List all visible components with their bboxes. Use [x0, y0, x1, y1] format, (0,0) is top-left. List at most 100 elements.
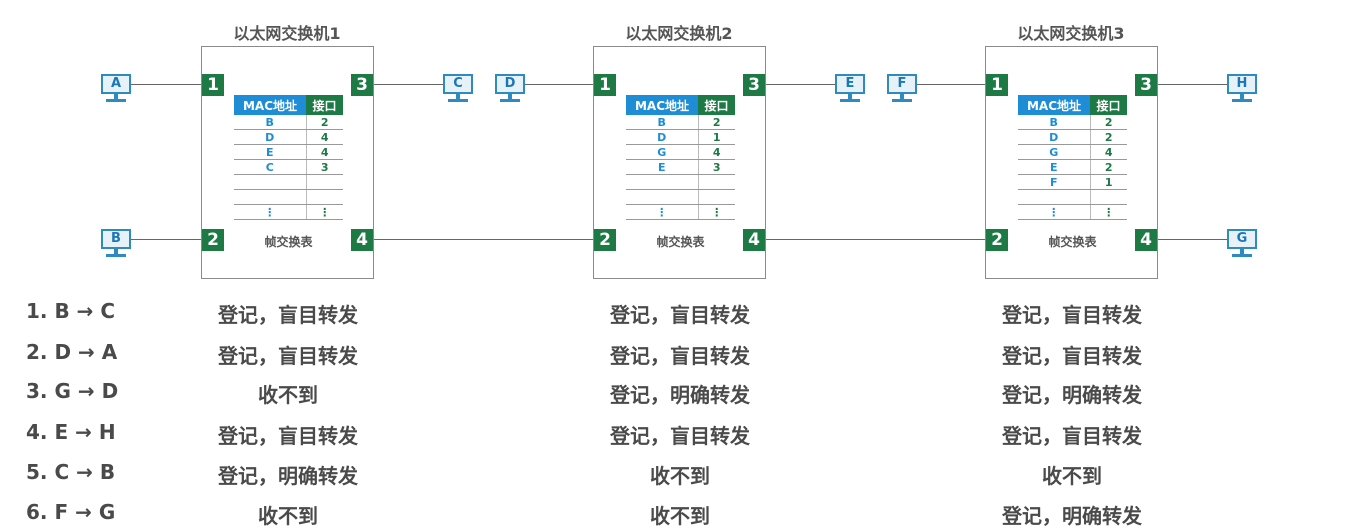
link-sw3-g [1157, 239, 1227, 240]
event-result: 登记，盲目转发 [218, 303, 358, 327]
table-cell-port: ⋮ [306, 204, 343, 220]
switch-title: 以太网交换机2 [625, 24, 733, 43]
table-cell-mac: B [234, 115, 307, 130]
mac-header: MAC地址 [234, 95, 306, 115]
event-label: 1. B → C [26, 299, 116, 323]
table-cell-port: ⋮ [1090, 204, 1127, 220]
event-result: 收不到 [258, 383, 318, 407]
table-cell-mac: D [626, 129, 699, 145]
event-label: 6. F → G [26, 500, 116, 524]
table-cell-port: 4 [306, 129, 343, 145]
host-f: F [887, 74, 917, 108]
table-cell-mac: G [626, 144, 699, 160]
table-caption: 帧交换表 [656, 235, 705, 249]
table-cell-mac [234, 189, 307, 205]
table-cell-port [306, 174, 343, 190]
computer-icon: H [1227, 74, 1257, 94]
event-result: 登记，盲目转发 [1002, 303, 1142, 327]
table-cell-mac [626, 189, 699, 205]
table-cell-port: 4 [306, 144, 343, 160]
host-e: E [835, 74, 865, 108]
event-result: 登记，明确转发 [1002, 383, 1142, 407]
port-2: 2 [202, 229, 224, 251]
table-cell-port: 2 [698, 115, 735, 130]
event-result: 收不到 [1042, 464, 1102, 488]
event-label: 5. C → B [26, 460, 116, 484]
table-cell-mac: E [626, 159, 699, 175]
port-1: 1 [986, 74, 1008, 96]
table-cell-port: 2 [1090, 115, 1127, 130]
table-cell-port: 2 [306, 115, 343, 130]
table-cell-port: 4 [1090, 144, 1127, 160]
table-cell-mac: B [626, 115, 699, 130]
host-g: G [1227, 229, 1257, 263]
table-cell-port [698, 174, 735, 190]
table-cell-mac: D [234, 129, 307, 145]
table-cell-mac: E [1018, 159, 1091, 175]
event-result: 登记，盲目转发 [1002, 344, 1142, 368]
table-cell-mac: D [1018, 129, 1091, 145]
link-sw1-sw2 [373, 239, 593, 240]
port-2: 2 [986, 229, 1008, 251]
event-result: 登记，明确转发 [1002, 504, 1142, 528]
mac-header: MAC地址 [626, 95, 698, 115]
event-label: 4. E → H [26, 420, 116, 444]
port-header: 接口 [1090, 95, 1127, 115]
computer-icon: F [887, 74, 917, 94]
table-cell-mac: ⋮ [626, 204, 699, 220]
port-header: 接口 [306, 95, 343, 115]
host-d: D [495, 74, 525, 108]
link-sw3-h [1157, 84, 1227, 85]
event-result: 登记，明确转发 [218, 464, 358, 488]
event-result: 登记，盲目转发 [1002, 424, 1142, 448]
event-result: 登记，盲目转发 [218, 344, 358, 368]
link-a-sw1 [131, 84, 201, 85]
computer-icon: A [101, 74, 131, 94]
table-cell-port: 3 [306, 159, 343, 175]
table-cell-mac: E [234, 144, 307, 160]
port-1: 1 [594, 74, 616, 96]
table-cell-mac: C [234, 159, 307, 175]
table-cell-port: 1 [698, 129, 735, 145]
link-d-sw2 [525, 84, 593, 85]
table-cell-mac: B [1018, 115, 1091, 130]
port-3: 3 [743, 74, 765, 96]
table-cell-mac [626, 174, 699, 190]
computer-icon: D [495, 74, 525, 94]
port-1: 1 [202, 74, 224, 96]
link-sw1-c [373, 84, 443, 85]
table-cell-port: ⋮ [698, 204, 735, 220]
mac-header: MAC地址 [1018, 95, 1090, 115]
event-result: 登记，明确转发 [610, 383, 750, 407]
port-4: 4 [351, 229, 373, 251]
table-caption: 帧交换表 [264, 235, 313, 249]
table-caption: 帧交换表 [1048, 235, 1097, 249]
table-cell-mac [234, 174, 307, 190]
event-label: 3. G → D [26, 379, 119, 403]
table-cell-port: 4 [698, 144, 735, 160]
computer-icon: E [835, 74, 865, 94]
table-cell-port: 2 [1090, 159, 1127, 175]
port-3: 3 [351, 74, 373, 96]
link-f-sw3 [917, 84, 985, 85]
computer-icon: G [1227, 229, 1257, 249]
computer-icon: C [443, 74, 473, 94]
table-cell-mac: ⋮ [234, 204, 307, 220]
event-result: 收不到 [258, 504, 318, 528]
table-cell-mac: F [1018, 174, 1091, 190]
event-result: 收不到 [650, 504, 710, 528]
table-cell-port [1090, 189, 1127, 205]
event-result: 收不到 [650, 464, 710, 488]
table-cell-port [306, 189, 343, 205]
table-cell-port: 3 [698, 159, 735, 175]
computer-icon: B [101, 229, 131, 249]
switch-title: 以太网交换机3 [1017, 24, 1125, 43]
port-4: 4 [743, 229, 765, 251]
table-cell-port [698, 189, 735, 205]
event-result: 登记，盲目转发 [610, 424, 750, 448]
event-result: 登记，盲目转发 [610, 344, 750, 368]
